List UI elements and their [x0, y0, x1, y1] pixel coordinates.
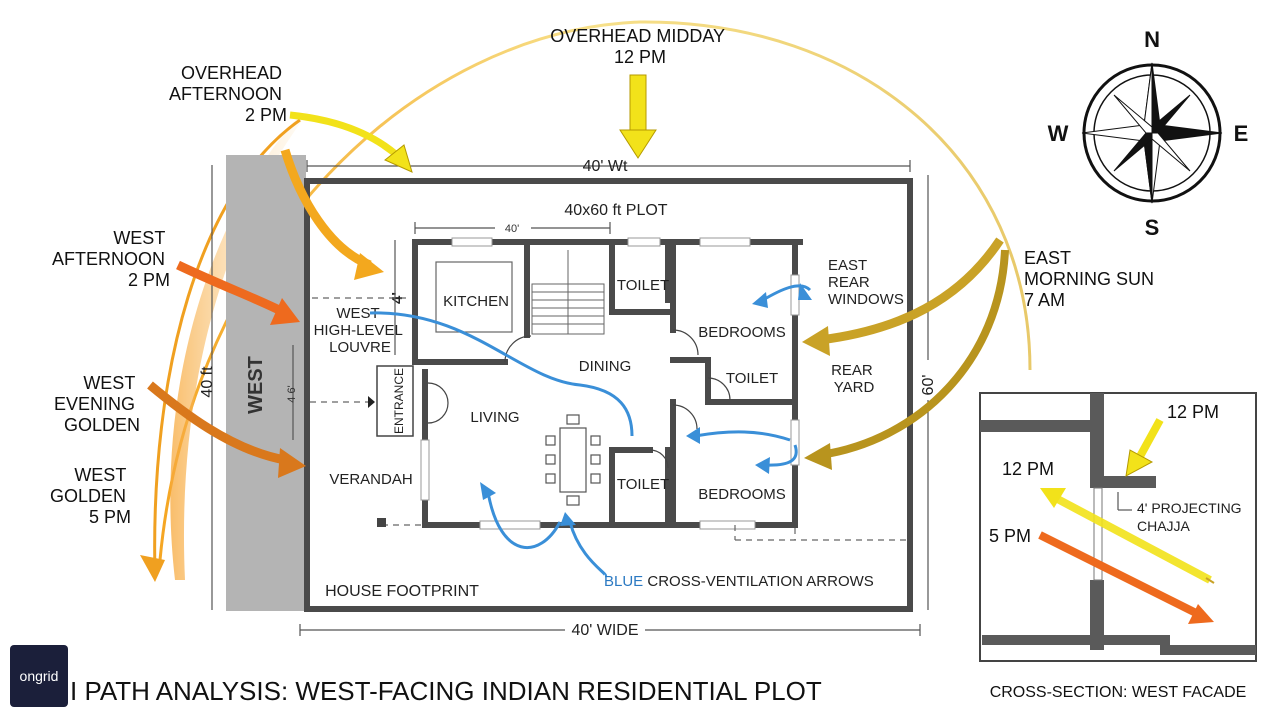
- house-footprint-label: HOUSE FOOTPRINT: [325, 583, 479, 600]
- room-verandah: VERANDAH: [329, 471, 412, 488]
- cross-ventilation-arrows: [369, 284, 812, 578]
- vent-arrowhead: [560, 512, 576, 526]
- page-title: I PATH ANALYSIS: WEST-FACING INDIAN RESI…: [70, 676, 822, 706]
- midday-arrow: [619, 74, 657, 159]
- vent-arrowhead: [480, 482, 496, 500]
- left-dimension: 40 ft: [199, 366, 216, 398]
- room-toilet-2: TOILET: [726, 370, 778, 387]
- top-dimension: 40' Wt: [583, 158, 628, 175]
- vent-arrowhead: [755, 457, 770, 474]
- room-dining: DINING: [579, 358, 632, 375]
- entrance-box: [376, 365, 414, 437]
- logo-text: ongrid: [19, 668, 59, 684]
- compass-rose: N S E W: [1048, 27, 1249, 240]
- room-bedroom-2: BEDROOMS: [698, 486, 786, 503]
- room-bedroom-1: BEDROOMS: [698, 324, 786, 341]
- dining-table: [545, 414, 601, 506]
- rear-yard-label: REAR YARD: [831, 362, 877, 396]
- inner-left-dimension: 4': [389, 292, 406, 304]
- room-kitchen: KITCHEN: [443, 293, 509, 310]
- ventilation-legend: BLUE CROSS-VENTILATION ARROWS: [604, 573, 874, 590]
- compass-w: W: [1048, 121, 1069, 146]
- east-morning-label: EAST MORNING SUN 7 AM: [1024, 248, 1159, 310]
- section-noon-top: 12 PM: [1167, 402, 1219, 422]
- east-sun-arrows: [802, 237, 1009, 470]
- vent-arrowhead: [798, 283, 812, 300]
- plot-boundary: [304, 178, 913, 612]
- vent-arrowhead: [752, 292, 768, 308]
- vent-arrowhead: [686, 427, 700, 444]
- compass-e: E: [1234, 121, 1249, 146]
- inner-top-dimension: 40': [505, 223, 519, 235]
- chajja-label: 4' PROJECTING CHAJJA: [1137, 500, 1245, 534]
- right-dimension: 60': [920, 375, 937, 396]
- east-rear-windows-label: EAST REAR WINDOWS: [828, 257, 904, 308]
- cross-section-caption: CROSS-SECTION: WEST FACADE: [990, 684, 1247, 701]
- room-living: LIVING: [470, 409, 519, 426]
- compass-s: S: [1145, 215, 1160, 240]
- plot-label: 40x60 ft PLOT: [564, 202, 667, 219]
- room-toilet-1: TOILET: [617, 277, 669, 294]
- west-arc-arrowhead: [140, 555, 165, 582]
- room-toilet-3: TOILET: [617, 476, 669, 493]
- louvre-label: WEST HIGH-LEVEL LOUVRE: [314, 305, 407, 356]
- west-band-label: WEST: [245, 356, 267, 414]
- west-evening-label: WEST EVENING GOLDEN: [54, 373, 140, 435]
- sun-ray-arrows: [147, 111, 413, 478]
- door-swings: [427, 329, 731, 469]
- staircase: [531, 250, 605, 335]
- west-golden-label: WEST GOLDEN 5 PM: [50, 465, 131, 527]
- cross-section-inset: 4' PROJECTING CHAJJA 12 PM 12 PM 5 PM: [979, 392, 1257, 662]
- compass-n: N: [1144, 27, 1160, 52]
- entrance-dimension: 4 6': [286, 385, 298, 402]
- bottom-dimension: 40' WIDE: [571, 622, 638, 639]
- west-afternoon-label: WEST AFTERNOON 2 PM: [52, 228, 170, 290]
- section-noon-left: 12 PM: [1002, 459, 1054, 479]
- section-five-pm: 5 PM: [989, 526, 1031, 546]
- overhead-afternoon-label: OVERHEAD AFTERNOON 2 PM: [169, 63, 287, 125]
- overhead-midday-label: OVERHEAD MIDDAY 12 PM: [550, 26, 729, 67]
- entrance-label: ENTRANCE: [392, 368, 406, 434]
- company-logo: ongrid: [10, 645, 68, 707]
